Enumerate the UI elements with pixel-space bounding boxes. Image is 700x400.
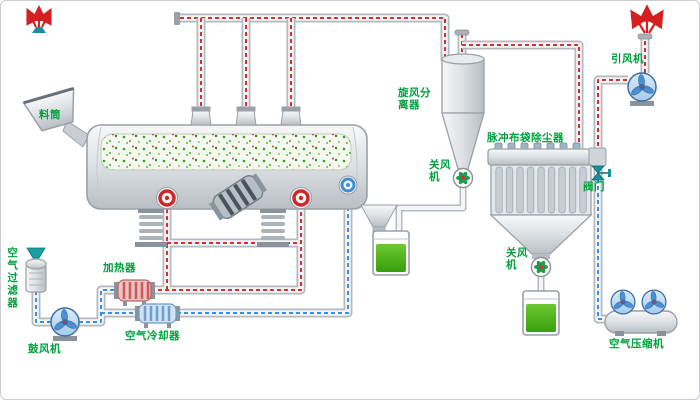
fan-icon bbox=[610, 289, 636, 315]
filter-intake-funnel bbox=[26, 247, 46, 259]
exhaust-header-pipe bbox=[174, 12, 445, 61]
pipe-valve bbox=[591, 165, 611, 181]
heater bbox=[114, 279, 155, 306]
exhaust-arrows bbox=[630, 4, 664, 34]
cyclone-airlock-valve bbox=[452, 167, 474, 189]
fan-exhaust-pipe bbox=[637, 33, 653, 73]
collection-tank-1 bbox=[372, 230, 410, 276]
collector-to-fan-pipe bbox=[598, 80, 628, 153]
vent-riser-pipes bbox=[201, 18, 291, 111]
fan-icon bbox=[627, 72, 657, 102]
air-cooler bbox=[135, 303, 180, 328]
cool-air-port bbox=[338, 175, 358, 195]
fan-icon bbox=[641, 289, 667, 315]
dryer-vents bbox=[190, 106, 302, 126]
air-filter bbox=[25, 247, 47, 293]
blower-fan bbox=[50, 307, 80, 341]
material-hopper bbox=[22, 87, 90, 148]
intake-arrows bbox=[26, 5, 52, 33]
spring-support-right bbox=[257, 209, 289, 247]
discharge-funnel bbox=[360, 204, 398, 234]
hot-air-port-2 bbox=[290, 187, 312, 209]
filter-bags bbox=[495, 166, 587, 214]
spring-support-left bbox=[135, 209, 167, 247]
collector-outlet-box bbox=[588, 147, 607, 167]
fan-icon bbox=[50, 307, 80, 337]
collector-airlock-valve bbox=[530, 256, 552, 278]
bag-dust-collector bbox=[487, 142, 607, 259]
cyclone-separator bbox=[441, 53, 485, 170]
cyclone-outlet-pipe bbox=[454, 29, 579, 149]
induced-draft-fan bbox=[627, 72, 657, 106]
air-compressor bbox=[604, 289, 678, 336]
vibration-motor bbox=[209, 173, 267, 221]
hot-air-port-1 bbox=[156, 187, 178, 209]
pulse-air-pipe bbox=[598, 169, 609, 319]
collection-tank-2 bbox=[522, 290, 560, 336]
cyclone-discharge-pipe bbox=[399, 187, 463, 235]
